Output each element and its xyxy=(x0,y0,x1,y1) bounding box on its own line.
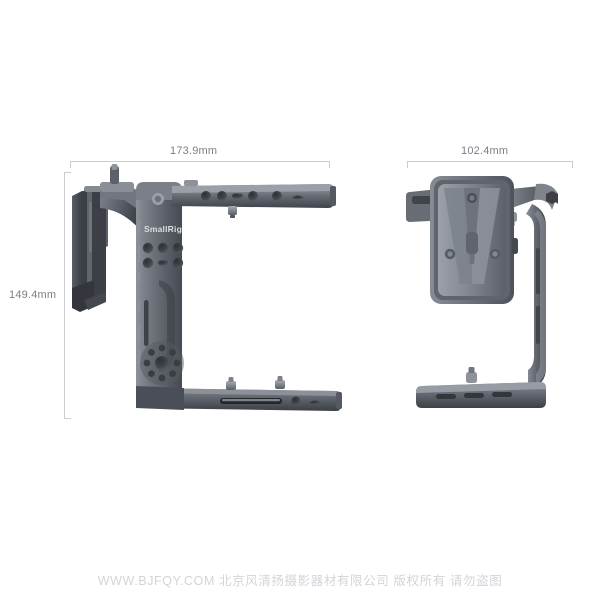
dimension-label-front-height: 149.4mm xyxy=(9,289,57,301)
cage-foot-block xyxy=(136,386,184,410)
side-swing-arm xyxy=(100,164,144,234)
side-base-plate xyxy=(416,367,546,408)
dimension-bracket-side-width xyxy=(407,161,573,168)
thread-hole-cluster-upper xyxy=(142,242,184,269)
camera-cage-front-view: SmallRig xyxy=(64,160,344,425)
dimension-bracket-front-width xyxy=(70,161,330,168)
top-rail xyxy=(152,180,336,218)
bottom-thumb-screw-left xyxy=(226,377,236,390)
cage-vertical-body: SmallRig xyxy=(136,182,184,405)
dimension-label-front-width: 173.9mm xyxy=(170,145,218,157)
side-base-thumb-screw xyxy=(466,367,477,383)
top-thumb-screw xyxy=(228,206,237,218)
watermark-text: WWW.BJFQY.COM 北京风清扬摄影器材有限公司 版权所有 请勿盗图 xyxy=(97,574,503,588)
brand-logo-text: SmallRig xyxy=(144,224,182,234)
v-mount-battery-plate xyxy=(430,176,518,304)
top-rail-hole-row xyxy=(201,191,304,201)
side-vertical-column xyxy=(526,204,546,388)
dimension-label-side-width: 102.4mm xyxy=(461,145,509,157)
dimension-bracket-front-height xyxy=(64,172,71,419)
rosette-hole-pattern xyxy=(140,341,184,385)
camera-cage-side-view xyxy=(400,160,580,425)
bottom-thumb-screw-right xyxy=(275,376,285,389)
left-quick-release-plate xyxy=(72,186,108,312)
